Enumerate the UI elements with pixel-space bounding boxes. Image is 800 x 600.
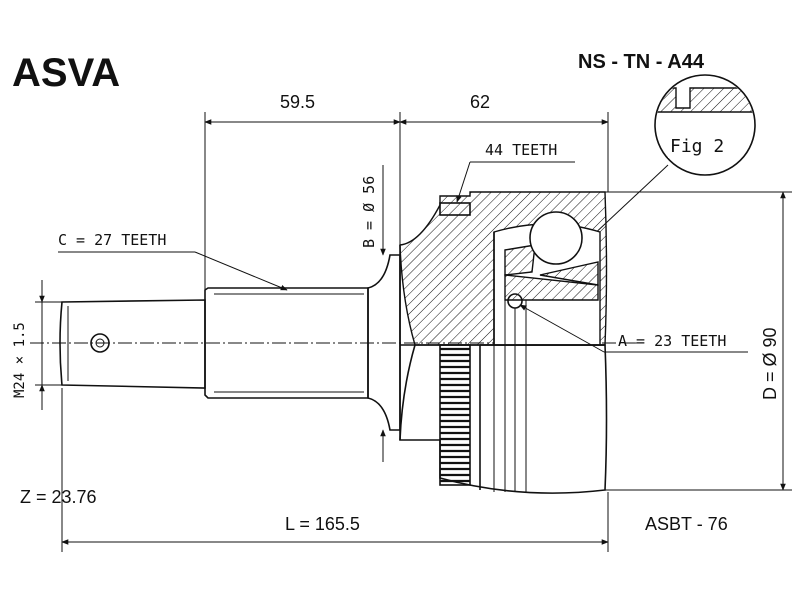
z-value-text: Z = 23.76: [20, 487, 97, 507]
part-number: NS - TN - A44: [578, 51, 705, 73]
dim-d-text: D = Ø 90: [760, 327, 780, 400]
abs-ring-top: [439, 202, 471, 216]
c-teeth-leader: [194, 251, 288, 291]
fig-2-detail: Fig 2: [654, 74, 756, 176]
housing-lower-half: [399, 344, 608, 494]
dim-l-text: L = 165.5: [285, 514, 360, 534]
c-teeth-label: C = 27 TEETH: [58, 231, 166, 249]
fig-2-label: Fig 2: [670, 136, 724, 157]
abs-teeth-leader: [456, 161, 471, 203]
brand-logo-text: ASVA: [12, 51, 120, 95]
a-teeth-leader: [519, 304, 605, 353]
abs-teeth-label: 44 TEETH: [485, 141, 557, 159]
a-teeth-label: A = 23 TEETH: [618, 332, 726, 350]
cv-ball: [529, 211, 583, 265]
threaded-stub: [59, 299, 206, 389]
thread-text: M24 × 1.5: [12, 322, 28, 398]
dim-b-text: B = Ø 56: [360, 176, 378, 248]
dim-59-5-text: 59.5: [280, 92, 315, 112]
cage-upper: [504, 244, 536, 276]
shaft-neck: [367, 254, 401, 431]
dim-62-text: 62: [470, 92, 490, 112]
inner-race: [504, 274, 599, 301]
asbt-text: ASBT - 76: [645, 514, 728, 534]
stub-pin-hole: [90, 333, 110, 353]
abs-tone-ring: [439, 344, 471, 486]
